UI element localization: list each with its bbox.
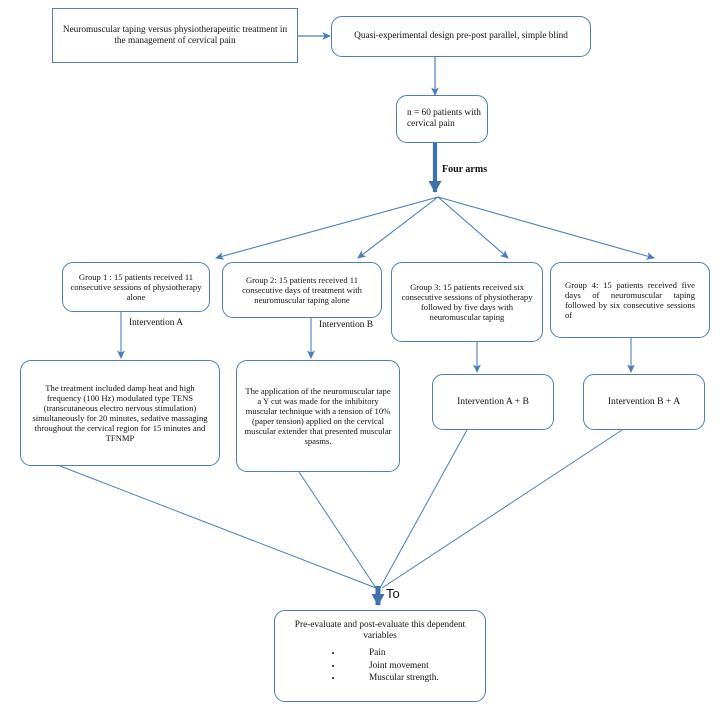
edge-detail2-to-outcome	[298, 471, 377, 589]
detail-box-2: The application of the neuromuscular tap…	[236, 360, 400, 472]
edge-detail4-to-outcome	[381, 429, 623, 589]
design-box-text: Quasi-experimental design pre-post paral…	[354, 31, 568, 42]
group-box-3-text: Group 3: 15 patients received six consec…	[401, 281, 533, 323]
outcome-list-item: Joint movement	[343, 661, 479, 672]
design-box: Quasi-experimental design pre-post paral…	[331, 16, 591, 57]
edge-fanout-group4	[437, 196, 655, 260]
to-label: To	[386, 586, 400, 601]
title-box-text: Neuromuscular taping versus physiotherap…	[62, 24, 288, 46]
sample-box-text: n = 60 patients with cervical pain	[407, 108, 481, 129]
group-box-1: Group 1 : 15 patients received 11 consec…	[62, 262, 210, 312]
sample-box: n = 60 patients with cervical pain	[396, 95, 488, 143]
group-box-2: Group 2: 15 patients received 11 consecu…	[222, 262, 382, 318]
intervention-a-label: Intervention A	[129, 318, 183, 328]
edge-detail1-to-outcome	[59, 465, 377, 589]
detail-box-1-text: The treatment included damp heat and hig…	[32, 382, 208, 444]
outcome-heading: Pre-evaluate and post-evaluate this depe…	[294, 620, 466, 641]
edge-fanout-group2	[357, 196, 439, 259]
four-arms-label: Four arms	[442, 164, 488, 175]
group-box-4-text: Group 4: 15 patients received five days …	[565, 279, 695, 321]
group-box-2-text: Group 2: 15 patients received 11 consecu…	[242, 274, 362, 306]
detail-box-3-text: Intervention A + B	[457, 396, 529, 408]
outcome-list-item: Pain	[343, 648, 479, 659]
detail-box-1: The treatment included damp heat and hig…	[20, 360, 220, 466]
outcome-list-item: Muscular strength.	[343, 673, 479, 684]
group-box-3: Group 3: 15 patients received six consec…	[391, 262, 543, 342]
outcome-box: Pre-evaluate and post-evaluate this depe…	[274, 610, 486, 702]
group-box-4: Group 4: 15 patients received five days …	[550, 262, 710, 338]
group-box-1-text: Group 1 : 15 patients received 11 consec…	[70, 271, 202, 303]
detail-box-4: Intervention B + A	[583, 374, 705, 430]
intervention-b-label: Intervention B	[319, 320, 373, 330]
outcome-list: Pain Joint movement Muscular strength.	[281, 648, 479, 684]
edge-fanout-group1	[215, 196, 439, 260]
detail-box-3: Intervention A + B	[432, 374, 554, 430]
detail-box-2-text: The application of the neuromuscular tap…	[244, 385, 392, 447]
detail-box-4-text: Intervention B + A	[607, 396, 681, 408]
outcome-box-content: Pre-evaluate and post-evaluate this depe…	[275, 611, 485, 686]
title-box: Neuromuscular taping versus physiotherap…	[52, 8, 298, 63]
edge-fanout-group3	[437, 196, 509, 259]
